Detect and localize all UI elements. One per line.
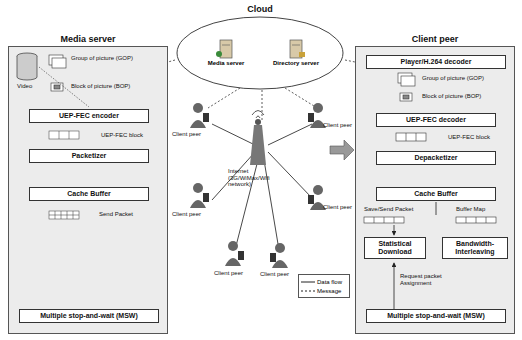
annotation-label: Request packet Assignment [400, 273, 472, 286]
node-text: Statistical Download [368, 240, 422, 256]
node-text: Cache Buffer [33, 190, 145, 198]
legend-sample [301, 279, 315, 285]
server-node: Media server [198, 38, 254, 66]
node-text: Directory server [264, 60, 328, 66]
node-heading: Cloud [176, 4, 344, 14]
annotation-label: UEP-FEC block [448, 134, 510, 141]
node-text: UEP-FEC encoder [33, 112, 145, 120]
process-box: Cache Buffer [29, 187, 149, 201]
annotation-label: Client peer [214, 270, 254, 277]
annotation-label: Block of picture (BOP) [71, 83, 161, 90]
legend-row: Message [301, 286, 347, 295]
annotation-label: Block of picture (BOP) [422, 93, 510, 100]
process-box: Cache Buffer [376, 187, 496, 201]
process-box: Multiple stop-and-wait (MSW) [366, 309, 506, 323]
process-box: Statistical Download [364, 237, 426, 259]
client-panel: Client peerPlayer/H.264 decoderUEP-FEC d… [355, 46, 515, 334]
node-text: Media server [198, 60, 254, 66]
annotation-label: Client peer [172, 131, 212, 138]
server-node: Directory server [264, 38, 328, 66]
annotation-label: Group of picture (GOP) [71, 55, 161, 62]
annotation-label: Client peer [172, 211, 212, 218]
node-text: Multiple stop-and-wait (MSW) [23, 312, 155, 320]
node-heading: Media server [9, 34, 167, 44]
node-text: Player/H.264 decoder [370, 58, 502, 66]
process-box: Bandwidth-Interleaving [442, 237, 508, 259]
process-box: Player/H.264 decoder [366, 55, 506, 69]
node-text: Depacketizer [380, 154, 492, 162]
annotation-label: Video [17, 83, 47, 90]
server-panel: Media serverUEP-FEC encoderPacketizerCac… [8, 46, 168, 334]
process-box: UEP-FEC decoder [376, 113, 496, 127]
legend-sample [301, 288, 315, 294]
node-heading: Client peer [356, 34, 514, 44]
annotation-label: Client peer [323, 122, 353, 129]
annotation-label: Client peer [260, 271, 296, 278]
legend-box: Data flowMessage [298, 274, 350, 298]
node-text: Bandwidth-Interleaving [446, 240, 504, 256]
annotation-label: Client peer [323, 204, 353, 211]
annotation-label: UEP-FEC block [101, 132, 163, 139]
legend-row: Data flow [301, 277, 347, 286]
process-box: Multiple stop-and-wait (MSW) [19, 309, 159, 323]
annotation-label: Buffer Map [456, 206, 506, 213]
cloud-ellipse: CloudMedia serverDirectory server [176, 16, 344, 90]
annotation-label: Group of picture (GOP) [422, 75, 510, 82]
legend-text: Data flow [317, 279, 342, 285]
process-box: Depacketizer [376, 151, 496, 165]
process-box: Packetizer [29, 149, 149, 163]
node-text: Multiple stop-and-wait (MSW) [370, 312, 502, 320]
annotation-label: Save/Send Packet [364, 206, 430, 213]
process-box: UEP-FEC encoder [29, 109, 149, 123]
node-text: Cache Buffer [380, 190, 492, 198]
annotation-label: Internet (3G/WiMax/Wifi network) [228, 168, 288, 188]
annotation-label: Send Packet [99, 211, 161, 218]
legend-text: Message [317, 288, 341, 294]
node-text: UEP-FEC decoder [380, 116, 492, 124]
node-text: Packetizer [33, 152, 145, 160]
